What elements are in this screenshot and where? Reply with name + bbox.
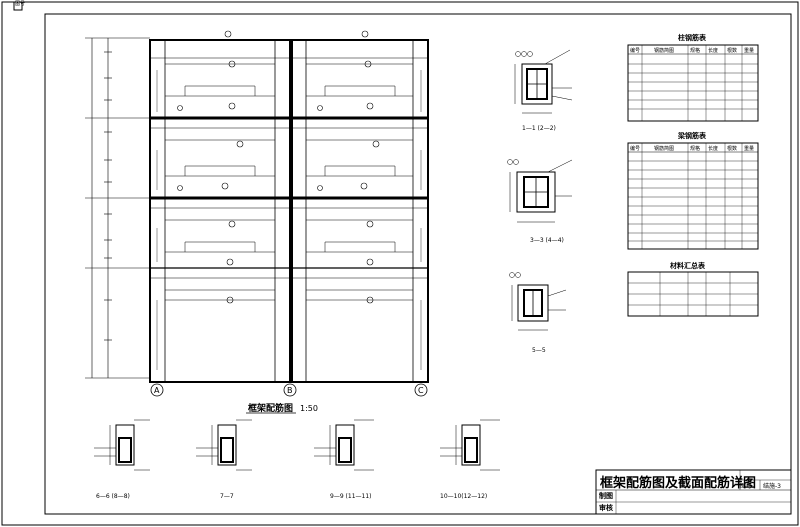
table2-headers: 编号 钢筋简图 规格 长度 根数 重量 [630,145,754,152]
corner-mark [13,1,23,11]
section-label-7: 7—7 [220,493,234,500]
title-block [595,469,792,515]
section-label-10: 10—10(12—12) [440,493,487,500]
left-dimension-chain [85,37,150,379]
table2-header: 规格 [690,145,700,152]
section-detail-9 [314,419,374,471]
elevation-scale: 1:50 [300,404,318,413]
table2-header: 根数 [727,145,737,152]
section-label-6: 6—6 (8—8) [96,493,130,500]
rebar-callouts [177,30,380,304]
sheet-label: 图号 [740,483,753,490]
table2-title: 梁钢筋表 [677,131,707,140]
table2-header: 长度 [708,145,718,152]
sheet-value: 结施-3 [763,483,781,490]
table1-header: 编号 [630,47,640,54]
corner-mark-label: 图号 [15,1,26,7]
table1-header: 重量 [744,47,754,54]
table2-header: 编号 [630,145,640,152]
table2-header: 重量 [744,145,754,152]
table1-headers: 编号 钢筋简图 规格 长度 根数 重量 [630,47,754,54]
section-detail-7 [196,419,252,471]
elevation-label: 框架配筋图 [248,402,293,414]
section-detail-1 [514,49,573,114]
section-detail-10 [440,419,500,471]
table1-title: 柱钢筋表 [678,33,707,42]
section-label-5: 5—5 [532,347,546,354]
section-label-9: 9—9 (11—11) [330,493,372,500]
table1-grid [627,44,759,122]
axis-label-b: B [287,386,293,395]
table2-header: 钢筋简图 [654,145,674,152]
title-block-row: 审核 [599,504,613,512]
section-detail-5 [509,272,567,331]
sheet-inner-border [44,13,792,515]
table1-header: 钢筋简图 [654,47,674,54]
table3-grid [627,271,759,317]
section-detail-6 [94,419,150,471]
table3-title: 材料汇总表 [669,261,706,270]
section-label-1: 1—1 (2—2) [522,125,556,132]
title-block-row: 制图 [599,492,613,500]
section-label-3: 3—3 (4—4) [530,237,564,244]
table1-header: 长度 [708,47,718,54]
frame-elevation [149,39,429,383]
section-detail-3 [507,159,573,223]
table1-header: 规格 [690,47,700,54]
axis-label-a: A [154,386,160,395]
axis-label-c: C [418,386,424,395]
table1-header: 根数 [727,47,737,54]
axis-markers [150,381,428,397]
table2-grid [627,142,759,250]
main-title: 框架配筋图及截面配筋详图 [600,476,757,491]
